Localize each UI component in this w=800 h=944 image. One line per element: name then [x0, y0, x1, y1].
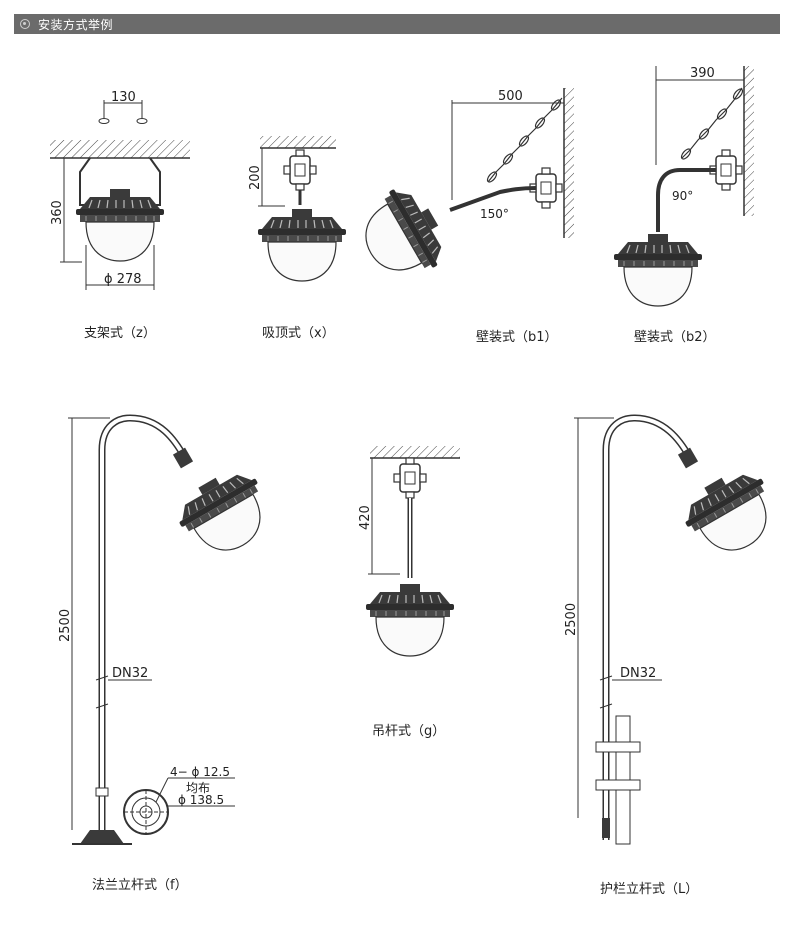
mount-wall-b1 [348, 88, 574, 292]
dim-z-width: 130 [111, 90, 136, 105]
section-title: 安装方式举例 [38, 17, 114, 32]
dim-L-height: 2500 [564, 603, 579, 636]
dim-b2-width: 390 [690, 66, 715, 81]
mount-ceiling-x [257, 136, 347, 282]
caption-g: 吊杆式（g） [372, 724, 446, 739]
caption-b2: 壁装式（b2） [634, 330, 716, 345]
section-header: 安装方式举例 [14, 14, 780, 34]
caption-b1: 壁装式（b1） [476, 330, 558, 345]
mount-flange-pole-f [68, 414, 282, 845]
caption-z: 支架式（z） [84, 326, 156, 341]
caption-f: 法兰立杆式（f） [92, 878, 188, 893]
dim-f-height: 2500 [58, 609, 73, 642]
dim-b1-width: 500 [498, 89, 523, 104]
caption-x: 吸顶式（x） [262, 326, 335, 341]
dim-f-circle: ϕ 138.5 [178, 793, 224, 807]
mount-guardrail-pole-L [574, 414, 788, 845]
dim-L-pipe: DN32 [620, 666, 656, 681]
mount-rod-g [365, 446, 460, 657]
dim-z-diameter: ϕ 278 [104, 272, 142, 287]
caption-L: 护栏立杆式（L） [600, 882, 699, 897]
dim-b2-angle: 90° [672, 189, 693, 203]
dim-x-height: 200 [248, 165, 263, 190]
circle-bullet-icon [20, 19, 30, 29]
dim-f-holes: 4− ϕ 12.5 [170, 765, 230, 779]
mount-wall-b2 [613, 66, 754, 307]
dim-f-even: 均布 [186, 781, 210, 795]
mount-bracket-z [50, 100, 190, 290]
dim-z-height: 360 [50, 200, 65, 225]
dim-f-pipe: DN32 [112, 666, 148, 681]
dim-b1-angle: 150° [480, 207, 509, 221]
dim-g-height: 420 [358, 505, 373, 530]
